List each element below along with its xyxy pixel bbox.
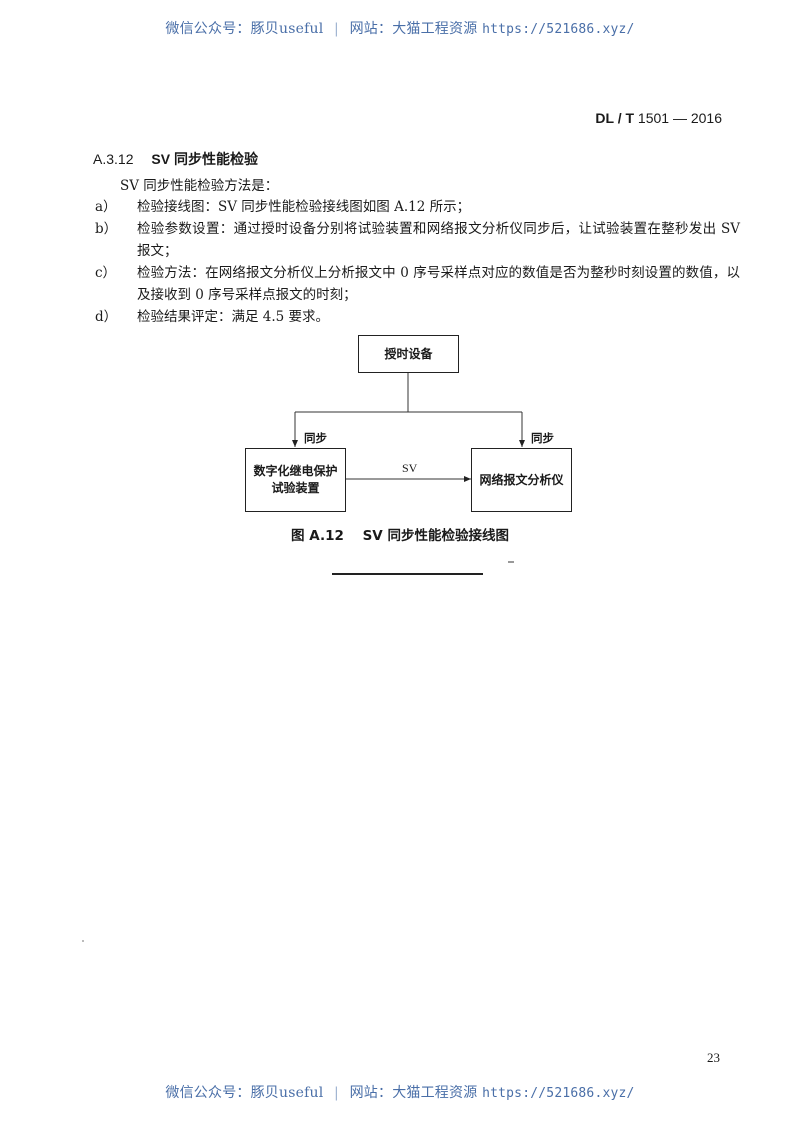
section-heading: A.3.12 SV 同步性能检验	[93, 149, 258, 169]
watermark-bottom: 微信公众号：豚贝useful | 网站：大猫工程资源 https://52168…	[0, 1082, 800, 1102]
item-label: c）	[95, 265, 117, 281]
standard-code: DL / T 1501 — 2016	[595, 110, 722, 126]
sv-signal-label: SV	[402, 461, 418, 475]
item-label: d）	[95, 309, 118, 325]
analyzer-box: 网络报文分析仪	[471, 448, 572, 512]
standard-number: 1501 — 2016	[637, 110, 722, 126]
list-item-d: d） 检验结果评定：满足 4.5 要求。	[95, 306, 740, 328]
figure-number: 图 A.12	[291, 528, 344, 544]
watermark-separator: |	[334, 1085, 339, 1101]
watermark-url[interactable]: https://521686.xyz/	[482, 1086, 635, 1101]
item-text: 检验接线图：SV 同步性能检验接线图如图 A.12 所示；	[137, 199, 471, 215]
list-item-c: c） 检验方法：在网络报文分析仪上分析报文中 0 序号采样点对应的数值是否为整秒…	[95, 262, 740, 306]
section-number: A.3.12	[93, 151, 134, 167]
section-title: SV 同步性能检验	[151, 151, 258, 167]
figure-caption: 图 A.12 SV 同步性能检验接线图	[0, 524, 800, 544]
end-rule	[332, 573, 483, 575]
watermark-wechat: 微信公众号：豚贝useful	[165, 21, 324, 37]
standard-prefix: DL / T	[595, 110, 635, 126]
figure-title: SV 同步性能检验接线图	[362, 528, 509, 544]
analyzer-label: 网络报文分析仪	[479, 472, 564, 487]
item-label: a）	[95, 199, 117, 215]
test-device-label-line2: 试验装置	[271, 481, 320, 495]
list-item-b: b） 检验参数设置：通过授时设备分别将试验装置和网络报文分析仪同步后，让试验装置…	[95, 218, 740, 262]
scan-speck	[508, 561, 514, 563]
watermark-site: 网站：大猫工程资源	[349, 21, 478, 37]
timing-device-box: 授时设备	[358, 335, 459, 373]
sync-label-left: 同步	[304, 431, 327, 445]
watermark-separator: |	[334, 21, 339, 37]
list-item-a: a） 检验接线图：SV 同步性能检验接线图如图 A.12 所示；	[95, 196, 740, 218]
watermark-site: 网站：大猫工程资源	[349, 1085, 478, 1101]
item-text: 检验参数设置：通过授时设备分别将试验装置和网络报文分析仪同步后，让试验装置在整秒…	[137, 221, 740, 259]
timing-device-label: 授时设备	[384, 346, 433, 361]
page-number: 23	[707, 1050, 720, 1065]
intro-paragraph: SV 同步性能检验方法是：	[120, 178, 279, 194]
watermark-wechat: 微信公众号：豚贝useful	[165, 1085, 324, 1101]
watermark-url[interactable]: https://521686.xyz/	[482, 22, 635, 37]
test-device-box: 数字化继电保护 试验装置	[245, 448, 346, 512]
watermark-top: 微信公众号：豚贝useful | 网站：大猫工程资源 https://52168…	[0, 18, 800, 38]
item-text: 检验结果评定：满足 4.5 要求。	[137, 309, 330, 325]
item-label: b）	[95, 221, 118, 237]
sync-label-right: 同步	[531, 431, 554, 445]
item-text: 检验方法：在网络报文分析仪上分析报文中 0 序号采样点对应的数值是否为整秒时刻设…	[137, 265, 740, 303]
test-device-label-line1: 数字化继电保护	[253, 464, 338, 478]
scan-speck	[82, 940, 84, 942]
